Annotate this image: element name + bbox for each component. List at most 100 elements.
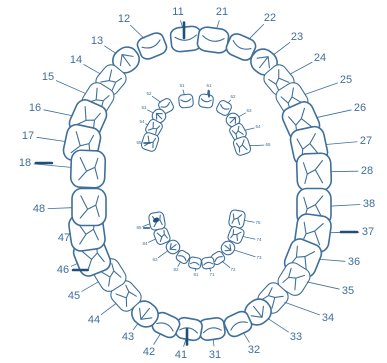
tooth-75[interactable]: 75 [228, 209, 261, 228]
leader-line [184, 339, 186, 346]
leader-line [148, 110, 154, 113]
leader-line [101, 304, 116, 315]
tooth-18[interactable]: 18 [19, 150, 106, 188]
tooth-label: 82 [173, 267, 179, 272]
tooth-51[interactable]: 51 [178, 83, 193, 108]
leader-line [305, 83, 338, 95]
leader-line [317, 110, 352, 118]
tooth-label: 52 [146, 91, 152, 96]
tooth-label: 72 [230, 267, 236, 272]
tooth-85[interactable]: 85 [136, 211, 165, 230]
leader-line [105, 46, 116, 53]
tooth-label: 24 [314, 52, 326, 64]
tooth-71[interactable]: 71 [201, 257, 215, 277]
leader-line [143, 224, 150, 227]
tooth-label: 34 [322, 312, 334, 324]
tooth-label: 14 [70, 54, 82, 66]
permanent-upper-arch: 11212223242526272812131415161718 [19, 6, 373, 191]
tooth-label: 28 [361, 165, 373, 177]
leader-line [152, 96, 160, 102]
tooth-label: 74 [256, 237, 262, 242]
leader-line [34, 164, 71, 168]
tooth-81[interactable]: 81 [188, 257, 202, 278]
leader-line [244, 220, 254, 222]
leader-line [183, 90, 184, 95]
leader-line [181, 21, 183, 28]
tooth-label: 81 [193, 272, 199, 277]
tooth-label: 26 [354, 102, 366, 114]
tooth-label: 71 [209, 272, 215, 277]
tooth-label: 46 [57, 264, 69, 276]
leader-line [290, 62, 312, 74]
leader-line [274, 42, 290, 54]
tooth-label: 53 [141, 105, 147, 110]
tooth-label: 36 [348, 256, 360, 268]
leader-line [249, 145, 264, 146]
tooth-label: 41 [175, 349, 187, 361]
tooth-label: 64 [255, 124, 261, 129]
tooth-label: 17 [22, 130, 34, 142]
leader-line [217, 21, 220, 29]
tooth-label: 43 [122, 331, 134, 343]
tooth-label: 84 [142, 241, 148, 246]
tooth-label: 33 [290, 331, 302, 343]
leader-line [82, 282, 99, 292]
leader-line [222, 261, 230, 267]
leader-line [228, 100, 230, 103]
tooth-21[interactable]: 21 [196, 6, 229, 54]
leader-line [71, 264, 77, 267]
leader-line [268, 319, 288, 332]
tooth-label: 83 [152, 257, 158, 262]
leader-line [245, 128, 254, 130]
leader-line [84, 64, 100, 73]
permanent-lower-arch: 38373635343332314142434445464748 [33, 189, 375, 361]
leader-line [326, 142, 357, 145]
leader-line [48, 208, 72, 209]
tooth-61[interactable]: 61 [198, 83, 214, 108]
leader-line [154, 334, 161, 344]
leader-line [146, 124, 148, 125]
tooth-label: 11 [172, 6, 183, 18]
leader-line [130, 25, 144, 38]
tooth-65[interactable]: 65 [232, 136, 271, 157]
leader-line [213, 339, 214, 346]
leader-line [331, 171, 358, 172]
tooth-label: 31 [209, 349, 221, 361]
leader-line [331, 204, 360, 206]
tooth-label: 62 [230, 94, 236, 99]
leader-line [307, 282, 339, 289]
leader-line [37, 137, 65, 141]
tooth-label: 23 [291, 31, 303, 43]
tooth-label: 85 [136, 225, 142, 230]
leader-line [158, 251, 167, 258]
tooth-label: 13 [91, 35, 103, 47]
leader-line [249, 24, 264, 39]
tooth-label: 55 [136, 140, 142, 145]
tooth-55[interactable]: 55 [136, 132, 159, 153]
leader-line [243, 236, 255, 239]
leader-line [133, 324, 138, 330]
tooth-label: 73 [256, 255, 262, 260]
leader-line [207, 90, 208, 95]
tooth-label: 12 [118, 13, 130, 25]
leader-line [178, 262, 180, 267]
tooth-label: 38 [363, 198, 375, 210]
tooth-label: 47 [58, 232, 70, 244]
tooth-74[interactable]: 74 [227, 225, 262, 244]
tooth-label: 45 [68, 290, 80, 302]
tooth-label: 37 [362, 226, 374, 238]
tooth-label: 18 [19, 157, 31, 169]
tooth-label: 35 [342, 285, 354, 297]
tooth-label: 16 [29, 102, 41, 114]
tooth-label: 65 [265, 142, 271, 147]
tooth-label: 75 [255, 220, 261, 225]
tooth-label: 48 [33, 203, 45, 215]
leader-line [285, 302, 320, 315]
tooth-label: 32 [248, 344, 260, 356]
tooth-label: 61 [206, 83, 212, 88]
tooth-label: 25 [340, 74, 352, 86]
tooth-label: 63 [246, 108, 252, 113]
tooth-28[interactable]: 28 [296, 153, 373, 191]
tooth-label: 15 [42, 71, 54, 83]
